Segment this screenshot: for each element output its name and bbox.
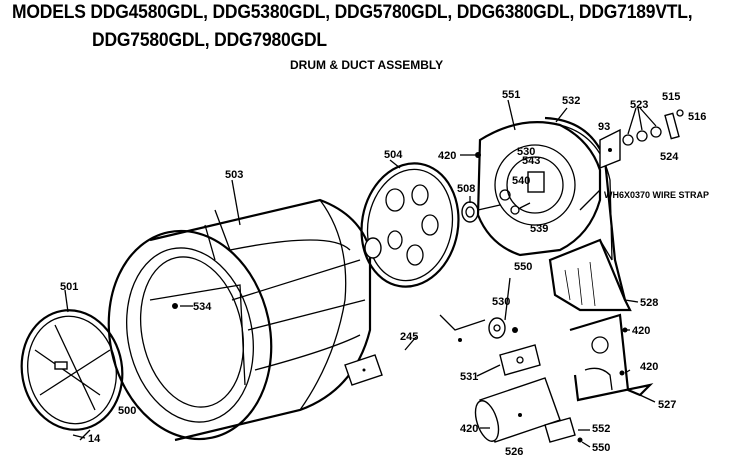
bracket-93	[599, 128, 621, 170]
screw-516	[676, 109, 684, 117]
capacitor-526	[474, 377, 561, 443]
drum-rear-head-504	[360, 162, 460, 288]
label-245: 245	[400, 331, 418, 343]
label-550-top: 550	[514, 261, 532, 273]
models-title-line1: MODELS DDG4580GDL, DDG5380GDL, DDG5780GD…	[12, 2, 693, 23]
label-530: 530	[492, 296, 510, 308]
leader-lines	[64, 99, 656, 448]
clip-552	[544, 417, 583, 443]
label-wire-strap: WH6X0370 WIRE STRAP	[604, 190, 709, 200]
bearing-508	[461, 201, 501, 223]
label-528: 528	[640, 297, 658, 309]
front-ring-501	[20, 309, 124, 431]
label-500: 500	[118, 405, 136, 417]
label-527: 527	[658, 399, 676, 411]
label-532: 532	[562, 95, 580, 107]
label-508: 508	[457, 183, 475, 195]
label-420-mid: 420	[632, 325, 650, 337]
label-515: 515	[662, 91, 680, 103]
label-530-top: 530	[517, 146, 535, 158]
label-420-bottom: 420	[460, 423, 478, 435]
thermostat-530	[439, 314, 506, 342]
label-516: 516	[688, 111, 706, 123]
label-420-right: 420	[640, 361, 658, 373]
label-501: 501	[60, 281, 78, 293]
part-245	[344, 354, 383, 386]
drum-503	[107, 198, 372, 442]
label-552: 552	[592, 423, 610, 435]
label-524: 524	[660, 151, 679, 163]
washers-523	[622, 107, 662, 146]
label-93: 93	[598, 121, 610, 133]
label-539: 539	[530, 223, 548, 235]
label-534: 534	[193, 301, 212, 313]
label-550-bottom: 550	[592, 442, 610, 454]
label-531: 531	[460, 371, 478, 383]
label-551: 551	[502, 89, 520, 101]
label-526: 526	[505, 446, 523, 458]
screw-420-top	[460, 152, 481, 158]
label-523: 523	[630, 99, 648, 111]
label-543: 543	[522, 155, 540, 167]
bracket-531	[499, 344, 541, 376]
screw-550-top	[512, 327, 518, 333]
diagram-subtitle: DRUM & DUCT ASSEMBLY	[290, 58, 444, 72]
label-540: 540	[512, 175, 530, 187]
label-14: 14	[88, 433, 101, 445]
duct-528	[548, 238, 632, 312]
models-title-line2: DDG7580GDL, DDG7980GDL	[92, 30, 327, 51]
label-504: 504	[384, 149, 403, 161]
label-503: 503	[225, 169, 243, 181]
label-420-top: 420	[438, 150, 456, 162]
switch-515	[664, 112, 680, 140]
